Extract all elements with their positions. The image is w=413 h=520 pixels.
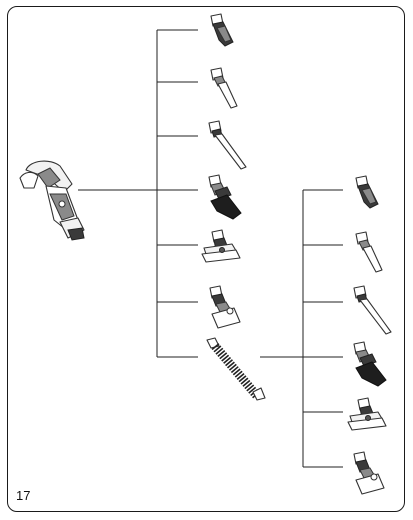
dusting-brush-tool-icon <box>210 67 238 109</box>
upholstery-tool-icon <box>353 451 385 495</box>
crevice-tool-icon <box>210 13 234 47</box>
upholstery-tool-icon <box>209 285 241 329</box>
combination-brush-tool-icon <box>353 341 387 387</box>
motorized-mini-brush-icon <box>347 397 387 431</box>
extension-tube-short-icon <box>353 285 392 335</box>
motorized-mini-brush-icon <box>201 229 241 263</box>
handheld-vacuum-icon <box>19 160 85 241</box>
connector-lines <box>78 29 343 468</box>
dusting-brush-tool-icon <box>355 231 383 273</box>
combination-brush-tool-icon <box>208 174 242 220</box>
extension-tube-short-icon <box>208 120 247 170</box>
crevice-tool-icon <box>355 175 379 209</box>
page-frame <box>7 6 405 512</box>
flexible-hose-icon <box>206 337 266 401</box>
page-number: 17 <box>16 488 31 503</box>
